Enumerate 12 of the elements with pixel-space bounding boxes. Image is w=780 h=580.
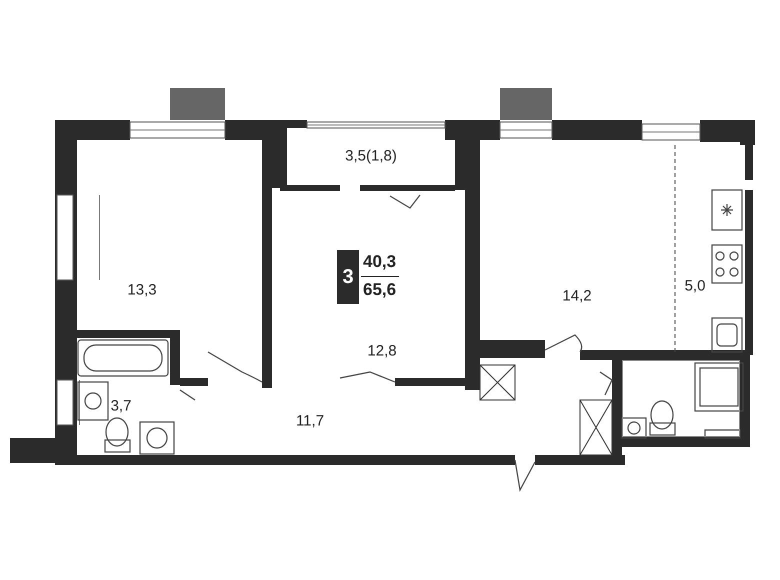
- room-count: 3: [337, 250, 359, 304]
- living-area-value: 40,3: [363, 252, 396, 272]
- area-label: 14,2: [562, 288, 592, 304]
- bathroom-area: [622, 360, 740, 437]
- area-label: 13,3: [127, 282, 157, 298]
- area-badge: [337, 250, 399, 304]
- total-area-value: 65,6: [363, 280, 396, 300]
- area-label: 5,0: [684, 278, 706, 294]
- area-label: 3,5(1,8): [345, 148, 397, 164]
- area-label: 11,7: [296, 412, 324, 430]
- area-label: 3,7: [110, 398, 132, 414]
- area-label: 12,8: [367, 342, 397, 360]
